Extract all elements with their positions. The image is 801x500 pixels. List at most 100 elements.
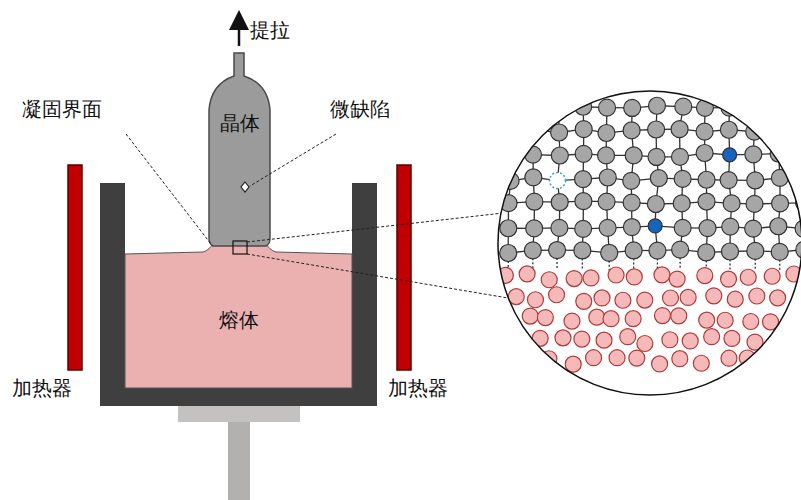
crystal-atom bbox=[721, 243, 738, 260]
bond bbox=[729, 108, 753, 109]
melt-atom bbox=[697, 268, 713, 284]
defect-mark bbox=[241, 182, 249, 192]
melt-atom bbox=[608, 267, 624, 283]
crystal-atom bbox=[500, 97, 517, 114]
melt-atom bbox=[740, 269, 756, 285]
heater-bar bbox=[68, 165, 82, 370]
bond bbox=[755, 259, 756, 271]
melt-body bbox=[125, 243, 352, 388]
melt-atom bbox=[603, 311, 619, 327]
pull-label: 提拉 bbox=[250, 18, 290, 42]
melt-atom bbox=[615, 292, 631, 308]
melt-atom bbox=[662, 332, 678, 348]
melt-atom bbox=[518, 356, 534, 372]
crystal-atom bbox=[747, 242, 764, 259]
melt-atom bbox=[497, 355, 513, 371]
defect-label: 微缺陷 bbox=[330, 97, 390, 121]
node-label: 熔体 bbox=[219, 308, 259, 332]
crystal-atom bbox=[550, 97, 567, 114]
melt-atom bbox=[758, 353, 774, 369]
crystal-atom bbox=[674, 219, 691, 236]
melt-atom bbox=[589, 309, 605, 325]
melt-atom bbox=[721, 350, 737, 366]
crystal-atom bbox=[698, 171, 715, 188]
crystal-atom bbox=[526, 98, 543, 115]
crystal-atom bbox=[575, 145, 592, 162]
melt-atom bbox=[527, 292, 543, 308]
melt-atom bbox=[637, 292, 653, 308]
crystal-atom bbox=[794, 122, 801, 139]
pull-arrow bbox=[238, 20, 241, 46]
melt-atom bbox=[727, 291, 743, 307]
bond bbox=[534, 105, 558, 107]
bond bbox=[779, 154, 801, 155]
crystal-atom bbox=[625, 147, 642, 164]
impurity-atom bbox=[723, 148, 737, 162]
crystal-atom bbox=[698, 193, 715, 210]
melt-atom bbox=[541, 272, 557, 288]
crystal-atom bbox=[672, 241, 689, 258]
crystal-atom bbox=[599, 169, 616, 186]
crystal-atom bbox=[696, 145, 713, 162]
crystal-atom bbox=[771, 169, 788, 186]
melt-atom bbox=[682, 333, 698, 349]
melt-atom bbox=[764, 268, 780, 284]
crystal-atom bbox=[723, 195, 740, 212]
melt-atom bbox=[770, 290, 786, 306]
melt-atom bbox=[704, 329, 720, 345]
crystal-atom bbox=[624, 99, 641, 116]
bond bbox=[509, 105, 535, 107]
melt-atom bbox=[574, 331, 590, 347]
crystal-atom bbox=[696, 123, 713, 140]
crystal-atom bbox=[575, 171, 592, 188]
crystal-atom bbox=[649, 242, 666, 259]
melt-atom bbox=[724, 330, 740, 346]
melt-atom bbox=[566, 271, 582, 287]
bond bbox=[778, 130, 801, 131]
crystal-atom bbox=[648, 97, 665, 114]
melt-atom bbox=[496, 308, 512, 324]
crystal-atom bbox=[574, 242, 591, 259]
bond bbox=[753, 107, 780, 109]
crystal-atom bbox=[623, 172, 640, 189]
crystal-atom bbox=[747, 172, 764, 189]
melt-atom bbox=[541, 351, 557, 367]
crystal-atom bbox=[770, 218, 787, 235]
bond bbox=[512, 129, 534, 130]
crystal-atom bbox=[745, 146, 762, 163]
bond bbox=[754, 130, 778, 132]
melt-atom bbox=[564, 313, 580, 329]
melt-atom bbox=[565, 356, 581, 372]
melt-atom bbox=[594, 290, 610, 306]
crystal-atom bbox=[598, 193, 615, 210]
crystal-atom bbox=[746, 195, 763, 212]
crystal-atom bbox=[671, 121, 688, 138]
heater-label: 加热器 bbox=[388, 376, 448, 400]
heater-label: 加热器 bbox=[12, 376, 72, 400]
crystal-atom bbox=[745, 100, 762, 117]
bond bbox=[533, 106, 535, 129]
melt-atom bbox=[743, 313, 759, 329]
bond bbox=[780, 107, 801, 108]
leader-line bbox=[126, 134, 211, 244]
melt-atom bbox=[609, 350, 625, 366]
zoom-circle bbox=[498, 91, 801, 395]
crystal-atom bbox=[575, 220, 592, 237]
crystal-atom bbox=[650, 170, 667, 187]
bond bbox=[779, 260, 780, 272]
crystal-atom bbox=[771, 243, 788, 260]
crystal-atom bbox=[745, 220, 762, 237]
melt-atom bbox=[721, 271, 737, 287]
crystal-atom bbox=[525, 169, 542, 186]
melt-atom bbox=[680, 289, 696, 305]
melt-atom bbox=[522, 308, 538, 324]
crystal-atom bbox=[525, 121, 542, 138]
melt-atom bbox=[637, 335, 653, 351]
pedestal bbox=[178, 404, 300, 422]
melt-atom bbox=[652, 356, 668, 372]
impurity-atom bbox=[648, 219, 662, 233]
crystal-atom bbox=[526, 193, 543, 210]
melt-atom bbox=[519, 266, 535, 282]
melt-atom bbox=[786, 309, 801, 325]
